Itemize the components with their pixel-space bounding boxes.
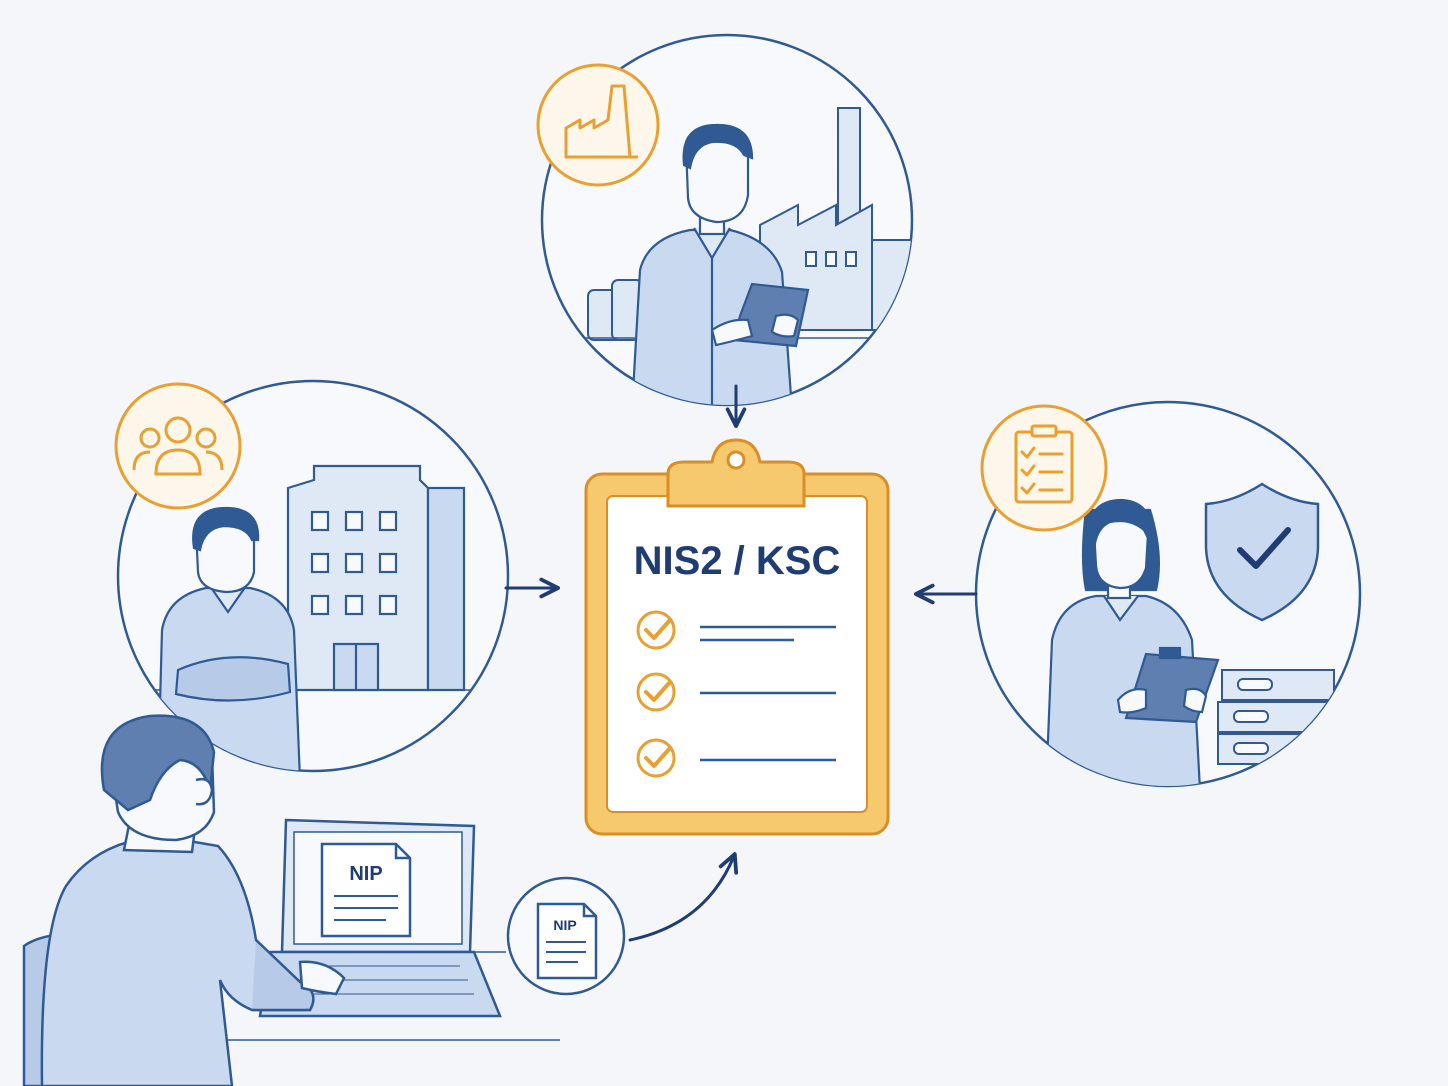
shield-check-icon: [1204, 482, 1320, 622]
compliance-scene: [974, 400, 1362, 788]
people-icon: [132, 416, 224, 476]
factory-badge: [536, 63, 660, 187]
factory-icon: [564, 84, 632, 159]
office-building: [286, 464, 466, 692]
document-icon: NIP: [536, 902, 598, 980]
check-circle-icon: [636, 610, 676, 650]
check-circle-icon: [636, 672, 676, 712]
storage-tanks: [587, 279, 643, 341]
check-circle-icon: [636, 738, 676, 778]
compliance-officer: [1044, 498, 1220, 786]
checklist-icon: [1014, 424, 1074, 504]
badge-document-label: NIP: [553, 917, 576, 933]
arrow-document-to-clipboard: [628, 852, 739, 942]
user-laptop-scene: NIP NIP: [22, 714, 626, 1086]
clipboard-clip: [666, 438, 806, 508]
document-badge: NIP: [506, 876, 626, 996]
seated-user: [40, 714, 346, 1086]
screen-document: NIP: [320, 842, 412, 938]
screen-document-label: NIP: [349, 863, 382, 885]
office-scene: [114, 379, 510, 773]
people-badge: [114, 382, 242, 510]
checklist-badge: [980, 404, 1108, 532]
factory-worker: [630, 123, 810, 405]
checklist-row-1: [636, 610, 836, 650]
clipboard-title: NIS2 / KSC: [634, 539, 841, 583]
flow-arrows: [504, 384, 978, 942]
checklist-row-2: [636, 672, 836, 712]
checklist-row-3: [636, 738, 836, 778]
nis2-clipboard: NIS2 / KSC: [584, 438, 890, 836]
factory-scene: [536, 33, 914, 407]
